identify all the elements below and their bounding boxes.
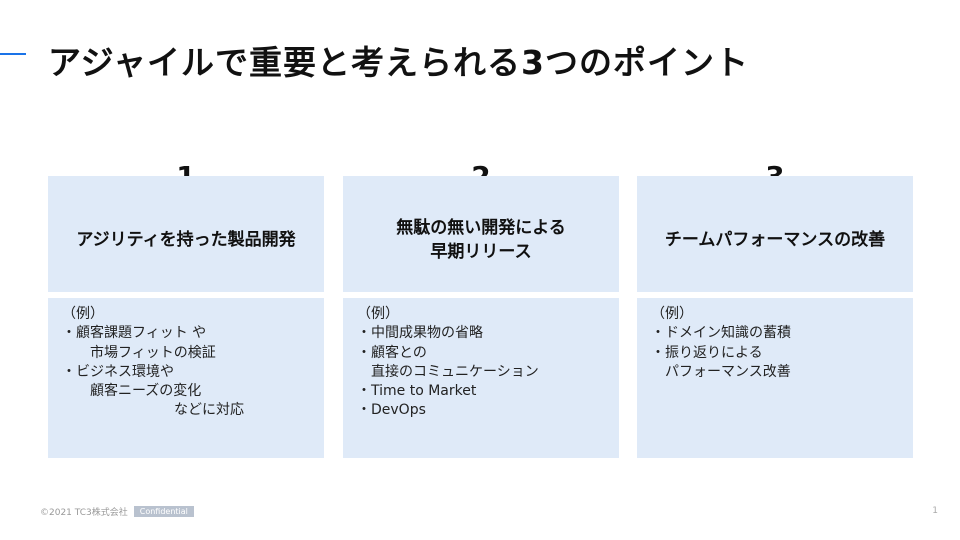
example-line: などに対応: [62, 402, 244, 419]
example-line: 直接のコミュニケーション: [357, 363, 539, 380]
point-heading-card-2: 無駄の無い開発による 早期リリース: [343, 176, 619, 292]
footer: ©2021 TC3株式会社 Confidential: [40, 505, 194, 518]
point-heading-card-1: アジリティを持った製品開発: [48, 176, 324, 292]
page-number: 1: [932, 506, 938, 516]
slide-title: アジャイルで重要と考えられる3つのポイント: [48, 43, 749, 82]
title-accent-line: [0, 53, 26, 55]
example-line: ・ビジネス環境や: [62, 363, 174, 380]
example-line: ・顧客との: [357, 344, 427, 361]
example-line: （例）: [357, 306, 399, 322]
example-line: ・振り返りによる: [651, 344, 763, 361]
example-line: パフォーマンス改善: [651, 363, 791, 380]
point-heading-2: 無駄の無い開発による 早期リリース: [396, 218, 566, 262]
point-examples-card-2: （例） ・中間成果物の省略 ・顧客との 直接のコミュニケーション ・Time t…: [343, 298, 619, 458]
point-heading-1: アジリティを持った製品開発: [76, 230, 296, 250]
example-line: （例）: [651, 306, 693, 322]
example-line: （例）: [62, 306, 104, 322]
example-line: 顧客ニーズの変化: [62, 383, 202, 400]
example-line: ・ドメイン知識の蓄積: [651, 325, 791, 342]
confidential-badge: Confidential: [133, 506, 194, 517]
example-line: ・顧客課題フィット や: [62, 325, 207, 342]
copyright-text: ©2021 TC3株式会社: [40, 508, 128, 518]
example-line: ・DevOps: [357, 402, 426, 419]
point-examples-card-3: （例） ・ドメイン知識の蓄積 ・振り返りによる パフォーマンス改善: [637, 298, 913, 458]
example-line: 市場フィットの検証: [62, 344, 216, 361]
point-heading-card-3: チームパフォーマンスの改善: [637, 176, 913, 292]
point-examples-card-1: （例） ・顧客課題フィット や 市場フィットの検証 ・ビジネス環境や 顧客ニーズ…: [48, 298, 324, 458]
example-line: ・Time to Market: [357, 383, 477, 400]
point-heading-3: チームパフォーマンスの改善: [664, 230, 886, 250]
example-line: ・中間成果物の省略: [357, 325, 483, 342]
